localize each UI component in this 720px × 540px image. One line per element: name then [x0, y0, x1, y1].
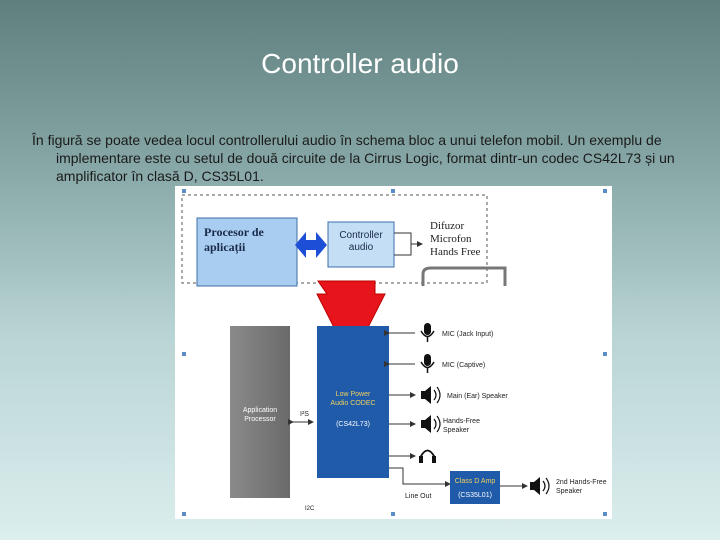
microphone-icon	[420, 323, 435, 342]
mic-captive-label: MIC (Captive)	[442, 362, 485, 369]
codec-label-line1: Low Power	[336, 391, 371, 398]
hands-free-label-line2: Speaker	[443, 427, 470, 434]
top-section-dashed-frame	[181, 194, 488, 284]
speaker-icon	[421, 386, 441, 404]
arrow-line-out	[389, 467, 451, 487]
codec-part-number: (CS42L73)	[336, 421, 370, 428]
headphone-icon	[419, 449, 436, 463]
processor-label-line2: aplicații	[204, 240, 246, 255]
processor-box: Procesor de aplicații	[196, 217, 298, 287]
slide-title: Controller audio	[261, 48, 459, 79]
phone-outline-shape	[421, 266, 507, 286]
app-processor-label-line1: Application	[243, 407, 277, 414]
amp-part-number: (CS35L01)	[458, 492, 492, 499]
slide-body-text: În figură se poate vedea locul controlle…	[32, 132, 675, 184]
microphone-icon	[420, 354, 435, 373]
controller-label-line1: Controller	[339, 230, 383, 241]
block-diagram-figure: Procesor de aplicații Controller audio D…	[175, 186, 612, 519]
line-out-label: Line Out	[405, 493, 432, 500]
class-d-amp-block: Class D Amp (CS35L01)	[450, 471, 500, 504]
controller-audio-box: Controller audio	[327, 221, 395, 268]
selection-handles	[182, 189, 607, 516]
output-label-handsfree: Hands Free	[430, 246, 481, 258]
hands-free-label-line1: Hands-Free	[443, 418, 480, 425]
controller-label-line2: audio	[349, 242, 374, 253]
i2c-label: I2C	[305, 506, 315, 512]
codec-label-line2: Audio CODEC	[330, 400, 375, 407]
mic-jack-label: MIC (Jack Input)	[442, 331, 493, 338]
second-speaker-label-line1: 2nd Hands-Free	[556, 479, 607, 486]
amp-label: Class D Amp	[455, 478, 496, 485]
codec-block: Low Power Audio CODEC (CS42L73)	[317, 326, 389, 478]
application-processor-block: Application Processor	[230, 326, 290, 498]
output-label-difuzor: Difuzor	[430, 220, 465, 232]
main-speaker-label: Main (Ear) Speaker	[447, 393, 508, 400]
processor-label-line1: Procesor de	[204, 225, 265, 239]
i2s-label: I²S	[300, 411, 309, 418]
output-label-microfon: Microfon	[430, 233, 472, 245]
speaker-icon	[421, 415, 441, 433]
second-speaker-label-line2: Speaker	[556, 488, 583, 495]
app-processor-label-line2: Processor	[244, 416, 276, 423]
block-diagram-svg: Procesor de aplicații Controller audio D…	[181, 189, 607, 516]
speaker-icon	[530, 477, 550, 495]
bidirectional-arrow	[295, 232, 327, 258]
output-bracket	[394, 232, 412, 256]
